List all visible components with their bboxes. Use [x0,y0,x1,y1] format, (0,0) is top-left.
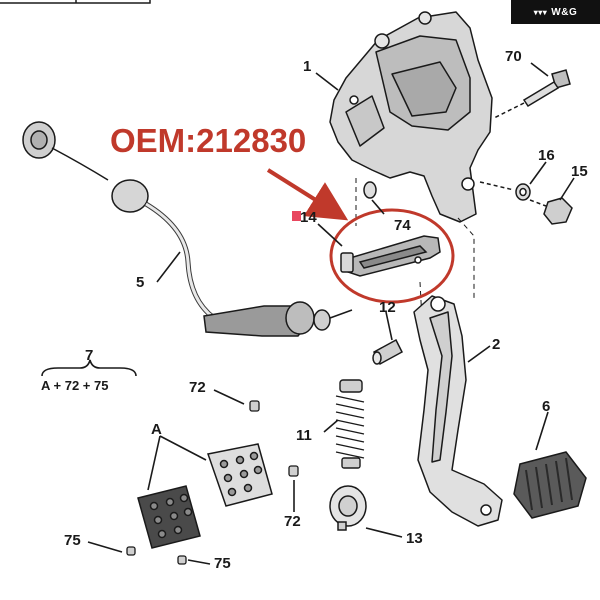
label-75-right: 75 [214,555,231,572]
washer-16 [479,181,531,201]
brand-logo: ▾▾▾ W&G [511,0,600,24]
label-12: 12 [379,299,396,316]
label-14: 14 [300,209,317,226]
screws-72-75 [126,400,299,565]
label-70: 70 [505,48,522,65]
spring-11 [335,379,365,469]
kit-number: 7 [85,347,93,364]
brand-text: W&G [551,6,578,18]
label-16: 16 [538,147,555,164]
pedal-switch-14 [340,235,441,277]
clutch-cable-5 [22,121,353,337]
bolt-70 [493,69,571,119]
label-72-bottom: 72 [284,513,301,530]
label-74: 74 [394,217,411,234]
label-2: 2 [492,336,500,353]
spacer-74 [363,181,377,199]
label-11: 11 [296,427,312,444]
label-15: 15 [571,163,588,180]
stop-cap-13 [329,485,367,531]
label-a: A [151,421,162,438]
kit-brace [41,359,137,377]
oem-arrow [266,168,349,221]
label-5: 5 [136,274,144,291]
pedal-bracket [329,11,493,223]
oem-label: OEM:212830 [110,122,306,159]
pedal-pad-6 [513,451,587,519]
frame-corner [0,0,151,4]
kit-formula: A + 72 + 75 [41,378,108,393]
pin-12 [372,338,403,366]
label-1: 1 [303,58,311,75]
pedal-rubber-a [137,443,273,549]
highlight-circle [329,208,455,304]
brand-mark-icon: ▾▾▾ [533,7,548,17]
label-72-top: 72 [189,379,206,396]
label-75-left: 75 [64,532,81,549]
label-13: 13 [406,530,423,547]
label-6: 6 [542,398,550,415]
pedal-arm-2 [413,295,503,527]
marker-square [292,211,301,221]
nut-15 [529,197,573,225]
leader-lines [87,62,575,565]
